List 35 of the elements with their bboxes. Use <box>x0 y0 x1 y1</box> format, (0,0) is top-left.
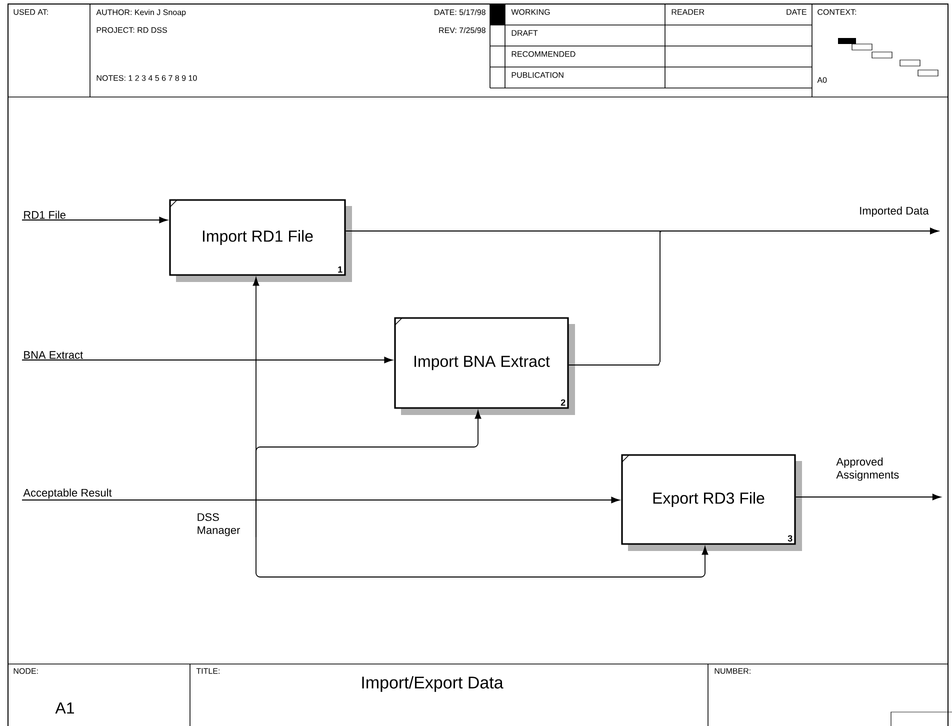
header-label: DRAFT <box>512 30 538 36</box>
arrow <box>22 356 393 364</box>
arrow <box>22 496 620 504</box>
header-label: A0 <box>817 77 827 83</box>
diagram-title: Import/Export Data <box>362 676 504 692</box>
header-label: DATE: 5/17/98 <box>434 9 486 16</box>
header-label: CONTEXT: <box>818 9 856 15</box>
arrow-label: Approved Assignments <box>836 458 899 481</box>
header-label: NODE: <box>14 668 38 674</box>
arrow <box>256 410 482 538</box>
header-label: READER <box>672 9 704 15</box>
header-label: USED AT: <box>14 9 48 15</box>
header-label: A1 <box>55 702 74 714</box>
header-label: REV: 7/25/98 <box>439 27 486 34</box>
header-label: TITLE: <box>196 668 220 674</box>
header-label: RECOMMENDED <box>512 51 576 57</box>
arrow-label: Imported Data <box>860 206 929 217</box>
arrow-label: DSS Manager <box>198 513 240 536</box>
header-label: AUTHOR: Kevin J Snoap <box>96 9 186 17</box>
arrow-label: BNA Extract <box>24 351 84 359</box>
header-label: NOTES: 1 2 3 4 5 6 7 8 9 10 <box>96 75 197 81</box>
process-box: Import RD1 File 1 <box>169 199 352 282</box>
header-label: NUMBER: <box>714 668 750 674</box>
process-box: Import BNA Extract 2 <box>394 317 575 415</box>
arrow-label: Acceptable Result <box>23 488 112 499</box>
process-box: Export RD3 File 3 <box>621 454 802 551</box>
arrow <box>256 536 708 578</box>
arrow <box>795 494 941 500</box>
arrow-label: RD1 File <box>24 210 66 219</box>
header-label: PROJECT: RD DSS <box>96 27 167 33</box>
arrow <box>22 216 168 224</box>
header-label: WORKING <box>511 9 550 15</box>
arrow <box>568 228 938 366</box>
header-label: DATE <box>786 9 806 15</box>
header-label: PUBLICATION <box>512 72 564 78</box>
